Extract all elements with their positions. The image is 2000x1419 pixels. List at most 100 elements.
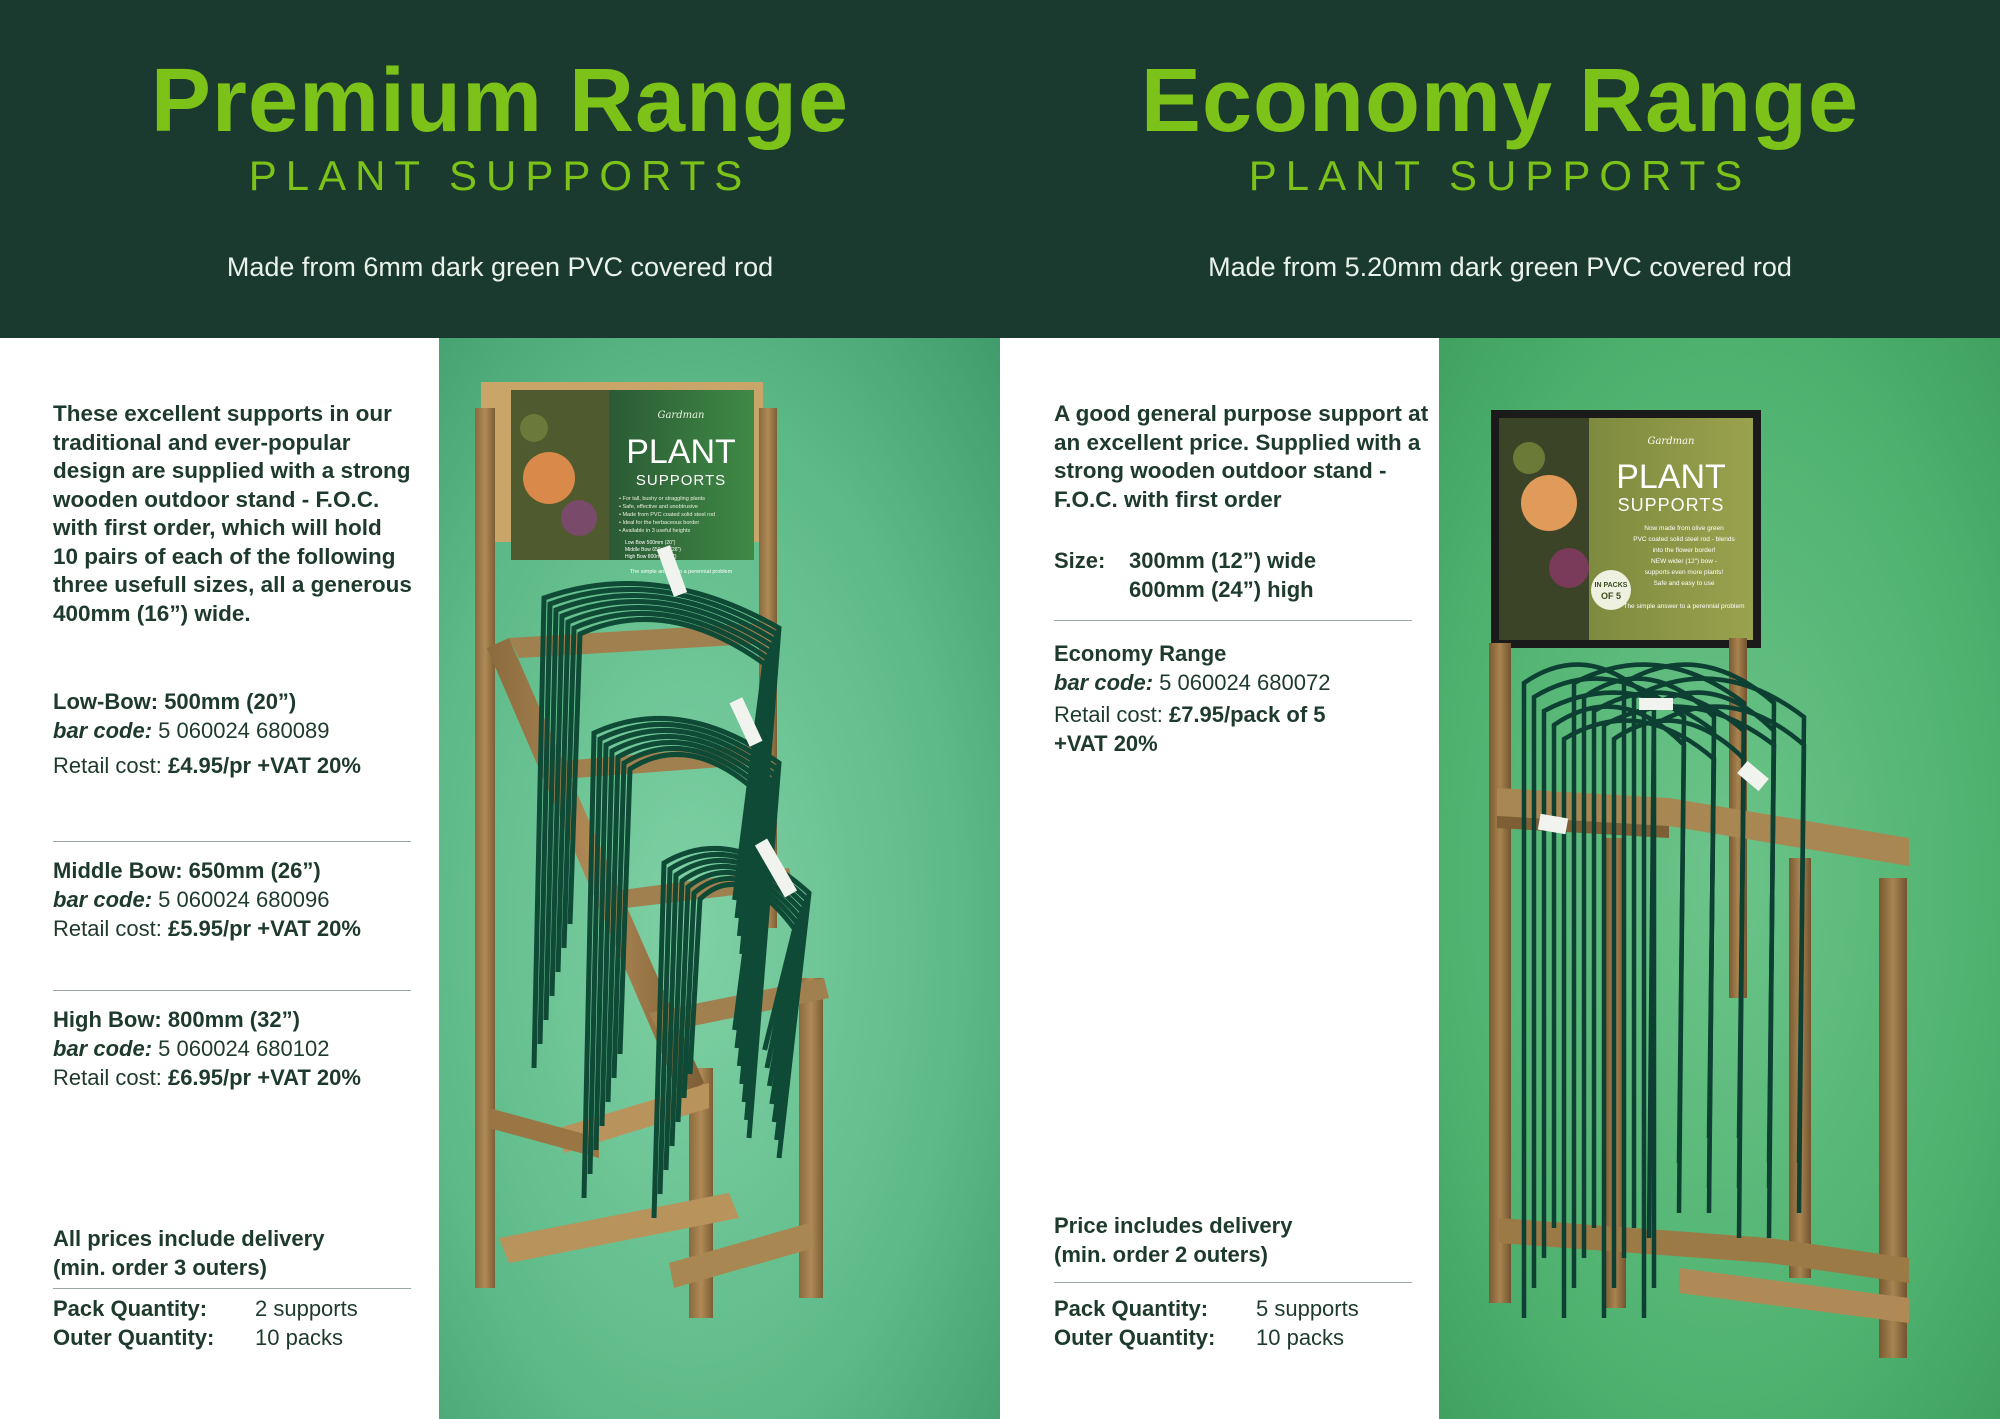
sign-bullet: • Safe, effective and unobtrusive (619, 504, 698, 510)
barcode-value: 5 060024 680102 (158, 1036, 330, 1061)
sign-bullet: • Available in 3 useful heights (619, 528, 690, 534)
sign-size-row: High Bow 800mm (32") (625, 554, 677, 560)
plant-support-rod (1541, 690, 1717, 1258)
plant-support-rod (561, 611, 770, 949)
sign-subtitle: SUPPORTS (636, 472, 726, 489)
premium-subtitle: PLANT SUPPORTS (248, 152, 752, 199)
badge-line: IN PACKS (1595, 582, 1628, 589)
plant-support-rod (617, 752, 768, 1055)
barcode-value: 5 060024 680072 (1159, 670, 1331, 695)
size-label: Size: (1054, 548, 1106, 573)
barcode-label: bar code: (53, 1036, 153, 1061)
barcode-label: bar code: (1054, 670, 1154, 695)
retail-label: Retail cost: (1054, 702, 1163, 727)
outer-quantity-value: 10 packs (1256, 1325, 1345, 1350)
pack-quantity-value: 2 supports (255, 1296, 358, 1321)
sign-line: into the flower border! (1653, 547, 1716, 554)
plant-support-rod (663, 858, 807, 1171)
product-name: Middle Bow: 650mm (26”) (53, 858, 321, 883)
economy-title: Economy Range (1140, 51, 1860, 151)
plant-support-rod (651, 845, 812, 1219)
retail-label: Retail cost: (53, 916, 162, 941)
plant-support-rod (537, 586, 780, 1045)
plant-support-rod (1631, 676, 1807, 1228)
sign-subtitle: SUPPORTS (1618, 495, 1725, 515)
delivery-line: (min. order 3 outers) (53, 1255, 267, 1280)
plant-support-rod (611, 745, 770, 1079)
size-width: 300mm (12”) wide (1129, 548, 1317, 573)
plant-support-rod (605, 739, 773, 1103)
sign-brand: Gardman (1647, 436, 1694, 447)
pack-quantity-label: Pack Quantity: (53, 1296, 208, 1321)
economy-intro: A good general purpose support at an exc… (1054, 401, 1429, 512)
plant-support-rod (593, 727, 777, 1151)
economy-quantities: Pack Quantity: 5 supports Outer Quantity:… (1054, 1294, 1424, 1352)
plant-support-rod (1571, 662, 1747, 1288)
economy-product: Economy Range bar code: 5 060024 680072 … (1054, 639, 1424, 758)
economy-stand-photo: Gardman PLANT SUPPORTS IN PACKS OF 5 Now… (1439, 338, 2000, 1419)
economy-size: Size: 300mm (12”) wide 600mm (24”) high (1054, 546, 1424, 604)
badge-line: OF 5 (1601, 591, 1621, 601)
pack-quantity-label: Pack Quantity: (1054, 1296, 1209, 1321)
outer-quantity-label: Outer Quantity: (53, 1325, 215, 1350)
sign-size-row: Middle Bow 650mm (26") (625, 547, 681, 553)
plant-support-rod (687, 882, 798, 1075)
divider (53, 841, 411, 842)
premium-stand-photo: Gardman PLANT SUPPORTS • For tall, bushy… (439, 338, 1000, 1419)
delivery-line: Price includes delivery (1054, 1213, 1293, 1238)
sign-line: Safe and easy to use (1653, 580, 1714, 587)
delivery-line: (min. order 2 outers) (1054, 1242, 1268, 1267)
premium-product-high: High Bow: 800mm (32”) bar code: 5 060024… (53, 1005, 423, 1092)
sign-title: PLANT (626, 433, 736, 471)
premium-material: Made from 6mm dark green PVC covered rod (226, 252, 774, 282)
sign-tagline: The simple answer to a perennial problem (1623, 603, 1744, 610)
sign-line: supports even more plants! (1645, 569, 1724, 576)
divider (1054, 1282, 1412, 1283)
product-name: Low-Bow: 500mm (20”) (53, 689, 297, 714)
product-name: Economy Range (1054, 641, 1227, 666)
retail-label: Retail cost: (53, 753, 162, 778)
plant-support-rod (681, 876, 800, 1099)
sign-bullet: • For tall, bushy or straggling plants (619, 496, 705, 502)
plant-support-rod (543, 592, 777, 1021)
plant-support-rod (675, 870, 803, 1123)
plant-support-rod (669, 864, 805, 1147)
barcode-value: 5 060024 680096 (158, 887, 330, 912)
premium-delivery-note: All prices include delivery (min. order … (53, 1224, 423, 1282)
plant-support-rod (657, 852, 810, 1195)
plant-support-rod (567, 617, 768, 925)
plant-support-rod (581, 716, 782, 1199)
premium-intro: These excellent supports in our traditio… (53, 401, 412, 626)
premium-quantities: Pack Quantity: 2 supports Outer Quantity:… (53, 1294, 423, 1352)
barcode-label: bar code: (53, 887, 153, 912)
plant-support-rod (587, 722, 780, 1175)
economy-material: Made from 5.20mm dark green PVC covered … (1208, 252, 1792, 282)
retail-price: £5.95/pr +VAT 20% (167, 916, 361, 941)
retail-price: £7.95/pack of 5 (1168, 702, 1326, 727)
barcode-label: bar code: (53, 718, 153, 743)
plant-support-rod (1551, 704, 1687, 1228)
divider (1054, 620, 1412, 621)
sign-line: PVC coated solid steel rod - blends (1633, 536, 1735, 543)
barcode-value: 5 060024 680089 (158, 718, 330, 743)
plant-support-rod (1601, 704, 1777, 1318)
plant-support-rod (531, 580, 782, 1069)
pack-quantity-value: 5 supports (1256, 1296, 1359, 1321)
plant-support-rod (549, 598, 775, 997)
sign-size-row: Low Bow 500mm (20") (625, 540, 676, 546)
retail-price: £6.95/pr +VAT 20% (167, 1065, 361, 1090)
plant-support-rod (555, 605, 773, 973)
sign-bullet: • Ideal for the herbaceous border (619, 520, 699, 526)
economy-delivery-note: Price includes delivery (min. order 2 ou… (1054, 1211, 1424, 1269)
sign-brand: Gardman (657, 410, 704, 421)
divider (53, 1288, 411, 1289)
premium-title: Premium Range (150, 51, 850, 151)
sign-line: Now made from olive green (1644, 525, 1724, 532)
size-height: 600mm (24”) high (1129, 577, 1314, 602)
outer-quantity-label: Outer Quantity: (1054, 1325, 1216, 1350)
premium-product-low: Low-Bow: 500mm (20”) bar code: 5 060024 … (53, 687, 423, 780)
retail-vat: +VAT 20% (1054, 731, 1158, 756)
header-banner: Premium Range PLANT SUPPORTS Made from 6… (0, 0, 2000, 338)
product-name: High Bow: 800mm (32”) (53, 1007, 300, 1032)
retail-price: £4.95/pr +VAT 20% (167, 753, 361, 778)
